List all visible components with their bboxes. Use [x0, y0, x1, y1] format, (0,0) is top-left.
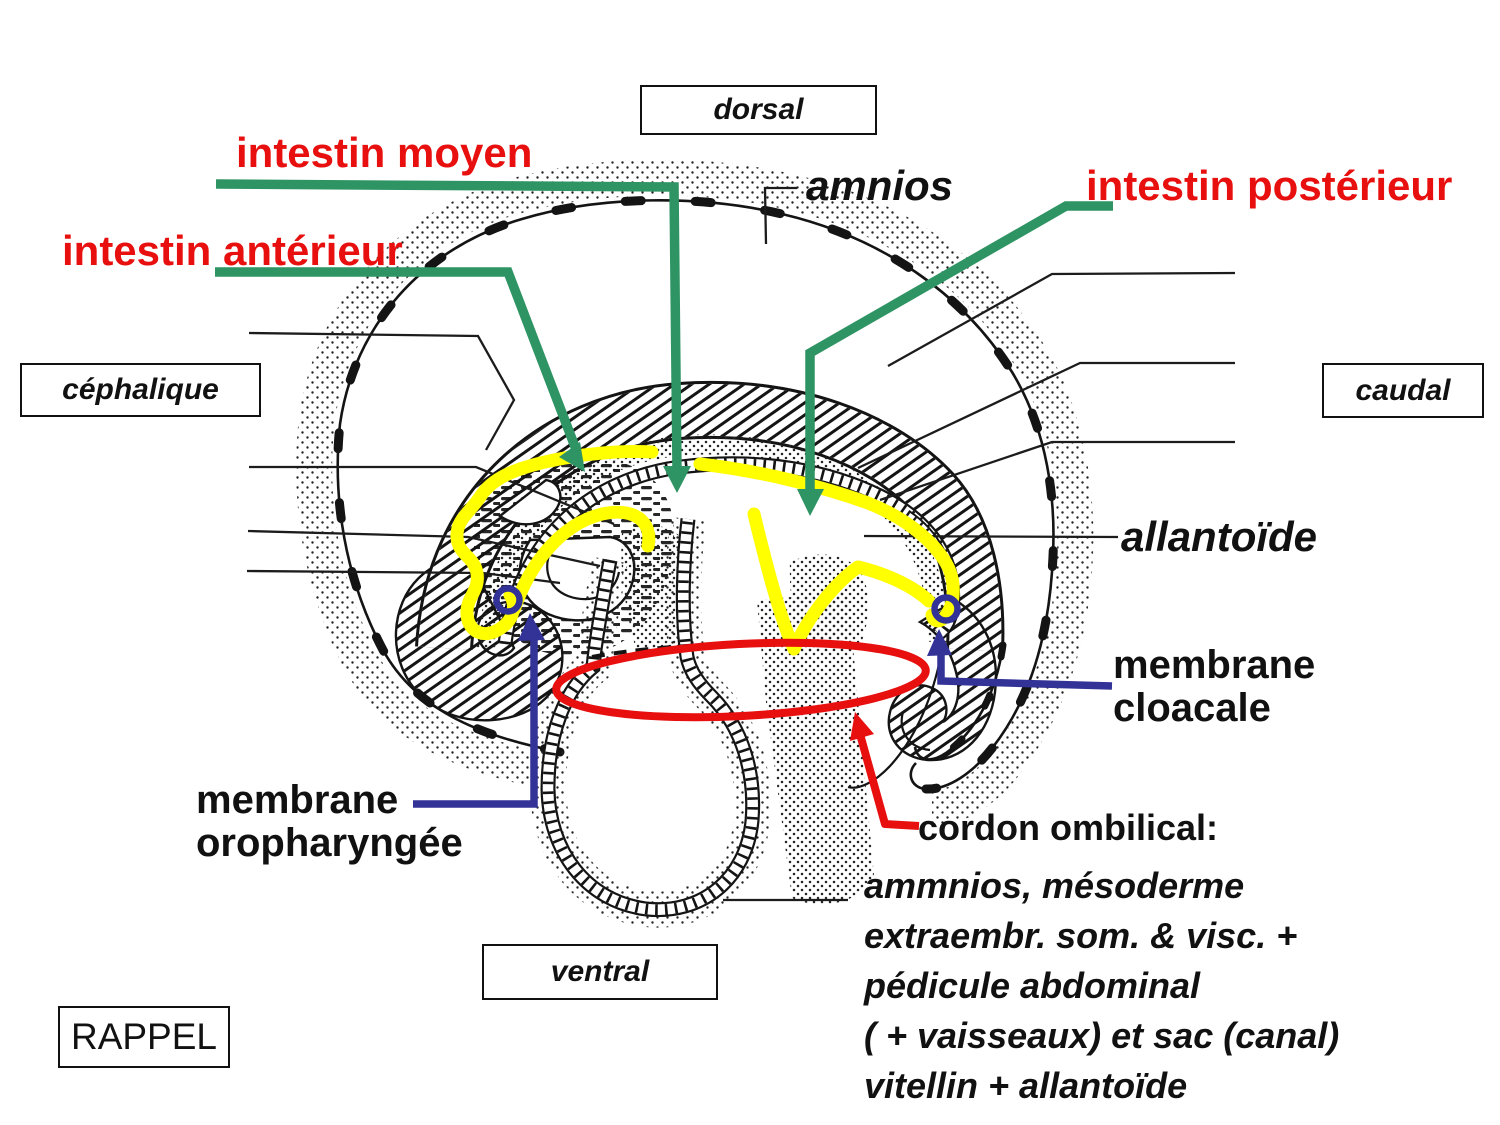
cephalic-label: céphalique	[62, 373, 219, 406]
oropharyngeal-membrane-line2: oropharyngée	[196, 821, 463, 865]
direction-box-ventral: ventral	[482, 944, 718, 1000]
midgut-label: intestin moyen	[236, 129, 533, 176]
umbilical-cord-description: ammnios, mésoderme extraembr. som. & vis…	[864, 861, 1339, 1111]
foregut-arrow	[215, 267, 585, 472]
rappel-badge: RAPPEL	[58, 1006, 230, 1068]
cloacal-membrane-arrow	[927, 594, 1113, 690]
umbilical-desc-line4: ( + vaisseaux) et sac (canal)	[864, 1015, 1340, 1056]
oropharyngeal-membrane-arrow	[413, 585, 545, 808]
direction-box-caudal: caudal	[1322, 363, 1484, 418]
umbilical-desc-line3: pédicule abdominal	[864, 965, 1201, 1006]
oropharyngeal-membrane-line1: membrane	[196, 778, 399, 822]
gut-yellow-highlight	[450, 444, 960, 656]
allantoide-label: allantoïde	[1121, 513, 1318, 560]
ventral-label: ventral	[550, 955, 650, 988]
hindgut-arrow	[797, 201, 1113, 516]
foregut-label: intestin antérieur	[62, 227, 403, 274]
cloacal-membrane-label: membrane cloacale	[1113, 644, 1315, 730]
caudal-label: caudal	[1355, 373, 1451, 407]
umbilical-cord-title: cordon ombilical:	[918, 807, 1219, 848]
direction-box-cephalic: céphalique	[20, 363, 261, 417]
midgut-arrow	[215, 179, 691, 493]
umbilical-cord-arrow	[850, 712, 920, 830]
umbilical-desc-line1: ammnios, mésoderme	[864, 865, 1245, 906]
rappel-label: RAPPEL	[70, 1016, 217, 1057]
oropharyngeal-membrane-label: membrane oropharyngée	[196, 779, 463, 865]
dorsal-label: dorsal	[713, 93, 804, 126]
amnios-label: amnios	[806, 162, 954, 209]
umbilical-ring-ellipse	[552, 638, 930, 722]
yolk-sac	[529, 516, 771, 928]
figure-leader-lines	[246, 186, 1236, 902]
direction-box-dorsal: dorsal	[640, 85, 877, 135]
cloacal-membrane-line2: cloacale	[1113, 686, 1271, 730]
umbilical-desc-line2: extraembr. som. & visc. +	[864, 915, 1298, 956]
hindgut-label: intestin postérieur	[1086, 162, 1453, 209]
amniotic-membrane-arc	[296, 159, 1094, 826]
umbilical-desc-line5: vitellin + allantoïde	[864, 1065, 1188, 1106]
cloacal-membrane-line1: membrane	[1113, 643, 1316, 687]
